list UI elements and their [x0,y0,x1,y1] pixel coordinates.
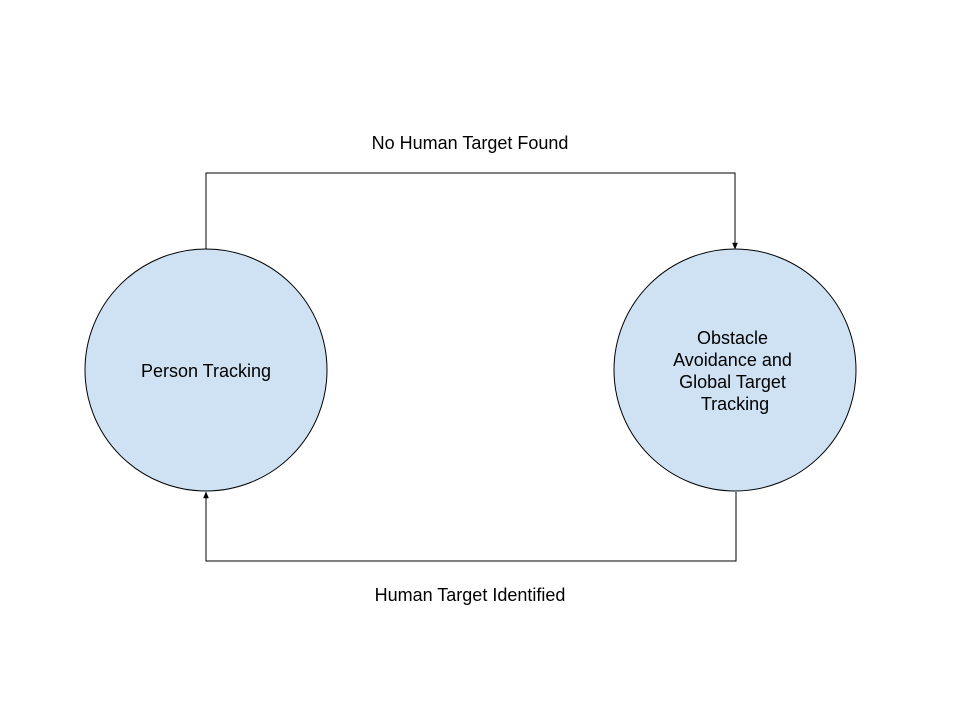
node-circle-obstacle-avoidance [613,248,857,492]
edge-no-human-target-found [205,172,738,250]
node-label-obstacle-avoidance: Obstacle Avoidance and Global Target Tra… [673,328,797,414]
node-label-line-3: Global Target [679,372,786,392]
node-label-person-tracking: Person Tracking [141,361,271,381]
node-label-line-1: Obstacle [697,328,768,348]
edge-label-no-human-target-found: No Human Target Found [372,133,569,153]
node-label-line-2: Avoidance and [673,350,792,370]
node-obstacle-avoidance: Obstacle Avoidance and Global Target Tra… [613,248,857,492]
node-label-line-4: Tracking [701,394,769,414]
edge-line-bottom [205,492,737,562]
arrowhead-up [203,491,209,499]
edge-human-target-identified [203,491,737,562]
edge-line-top [205,172,736,249]
edge-label-human-target-identified: Human Target Identified [375,585,566,605]
arrowhead-down [732,242,738,250]
node-person-tracking: Person Tracking [84,248,328,492]
node-circle-person-tracking [84,248,328,492]
